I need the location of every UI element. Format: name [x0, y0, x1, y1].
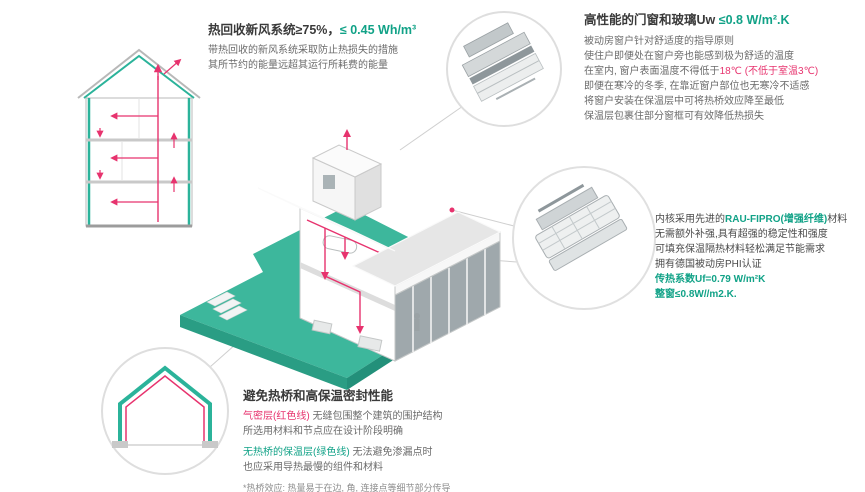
- windows-line-3-highlight: 18℃ (不低于室温3℃): [719, 66, 819, 77]
- thermal-line-1: 气密层(红色线) 无缝包围整个建筑的围护结构: [243, 409, 493, 424]
- windows-line-1: 被动房窗户针对舒适度的指导原则: [584, 36, 734, 47]
- thermal-footnote: *热桥效应: 热量易于在边, 角, 连接点等细节部分传导: [243, 483, 451, 492]
- windows-line-6: 保温层包裹住部分窗框可有效降低热损失: [584, 111, 764, 122]
- windows-line-3: 在室内, 窗户表面温度不得低于18℃ (不低于室温3℃): [584, 64, 860, 79]
- window-detail-illustration: [446, 11, 562, 127]
- ventilation-body: 带热回收的新风系统采取防止热损失的措施 其所节约的能量远超其运行所耗费的能量: [208, 43, 488, 73]
- thermal-line-3: 无热桥的保温层(绿色线) 无法避免渗漏点时: [243, 445, 493, 460]
- thermal-line-1-text: 无缝包围整个建筑的围护结构: [309, 411, 443, 422]
- ventilation-line-1: 带热回收的新风系统采取防止热损失的措施: [208, 45, 398, 56]
- thermal-line-1-highlight: 气密层(红色线): [243, 411, 310, 422]
- ventilation-title: 热回收新风系统≥75%，≤ 0.45 Wh/m³: [208, 22, 488, 38]
- windows-body: 被动房窗户针对舒适度的指导原则 使住户即便处在窗户旁也能感到极为舒适的温度 在室…: [584, 34, 860, 124]
- windows-callout: 高性能的门窗和玻璃Uw ≤0.8 W/m².K 被动房窗户针对舒适度的指导原则 …: [584, 12, 860, 124]
- isometric-house-illustration: [180, 129, 502, 390]
- ventilation-line-2: 其所节约的能量远超其运行所耗费的能量: [208, 60, 388, 71]
- profile-line-4: 拥有德国被动房PHI认证: [655, 259, 762, 270]
- window-profile-illustration: [512, 166, 656, 310]
- ventilation-title-dark: 热回收新风系统≥75%，: [208, 23, 340, 37]
- windows-line-5: 将窗户安装在保温层中可将热桥效应降至最低: [584, 96, 784, 107]
- profile-line-1: 内核采用先进的RAU-FIPRO(增强纤维)材料: [655, 212, 861, 227]
- profile-line-3: 可填充保温隔热材料轻松满足节能需求: [655, 244, 825, 255]
- profile-line-2: 无需额外补强,具有超强的稳定性和强度: [655, 229, 828, 240]
- thermal-line-4: 也应采用导热最慢的组件和材料: [243, 462, 383, 473]
- profile-line-5: 传热系数Uf=0.79 W/m²K: [655, 274, 766, 285]
- profile-line-1-highlight: RAU-FIPRO(增强纤维): [725, 214, 828, 225]
- profile-body: 内核采用先进的RAU-FIPRO(增强纤维)材料 无需额外补强,具有超强的稳定性…: [655, 212, 861, 302]
- profile-line-1-post: 材料: [827, 214, 848, 225]
- ventilation-title-value: ≤ 0.45 Wh/m³: [339, 23, 417, 37]
- thermal-line-3-text: 无法避免渗漏点时: [349, 447, 433, 458]
- windows-title-dark: 高性能的门窗和玻璃Uw: [584, 13, 719, 27]
- windows-title: 高性能的门窗和玻璃Uw ≤0.8 W/m².K: [584, 12, 860, 28]
- profile-callout: 内核采用先进的RAU-FIPRO(增强纤维)材料 无需额外补强,具有超强的稳定性…: [655, 212, 861, 302]
- section-house-illustration: [77, 48, 201, 228]
- thermal-callout: 避免热桥和高保温密封性能 气密层(红色线) 无缝包围整个建筑的围护结构 所选用材…: [243, 388, 493, 492]
- thermal-line-3-highlight: 无热桥的保温层(绿色线): [243, 447, 350, 458]
- windows-line-4: 即便在寒冷的冬季, 在靠近窗户部位也无寒冷不适感: [584, 81, 810, 92]
- thermal-title: 避免热桥和高保温密封性能: [243, 389, 394, 403]
- windows-line-2: 使住户即便处在窗户旁也能感到极为舒适的温度: [584, 51, 794, 62]
- thermal-body: 气密层(红色线) 无缝包围整个建筑的围护结构 所选用材料和节点应在设计阶段明确 …: [243, 409, 493, 492]
- thermal-line-2: 所选用材料和节点应在设计阶段明确: [243, 426, 403, 437]
- thermal-house-illustration: [101, 347, 229, 475]
- windows-title-value: ≤0.8 W/m².K: [718, 13, 790, 27]
- windows-line-3-text: 在室内, 窗户表面温度不得低于: [584, 66, 720, 77]
- profile-line-6: 整窗≤0.8W//m2.K.: [655, 289, 737, 300]
- ventilation-callout: 热回收新风系统≥75%，≤ 0.45 Wh/m³ 带热回收的新风系统采取防止热损…: [208, 22, 488, 73]
- profile-line-1-pre: 内核采用先进的: [655, 214, 725, 225]
